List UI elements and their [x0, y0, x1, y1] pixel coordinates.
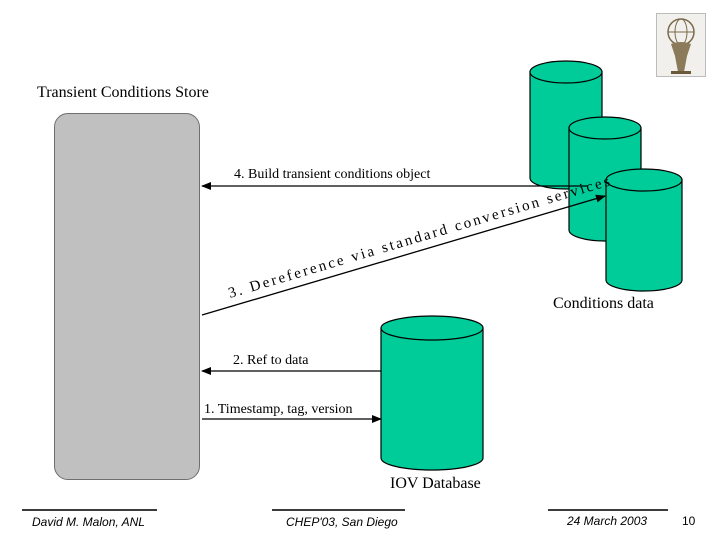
iov-database-label: IOV Database [390, 475, 481, 492]
footer-divider-left [22, 509, 157, 511]
label-ref-to-data: 2. Ref to data [233, 353, 309, 368]
label-dereference: 3. Dereference via standard conversion s… [227, 173, 614, 302]
footer-date: 24 March 2003 [567, 514, 648, 528]
footer-divider-right [548, 509, 668, 511]
store-title: Transient Conditions Store [37, 84, 209, 101]
atlas-logo-icon [656, 13, 706, 77]
footer-divider-center [272, 509, 405, 511]
footer-page-number: 10 [682, 514, 696, 528]
iov-db-cylinder [380, 315, 484, 471]
conditions-data-label: Conditions data [553, 295, 654, 312]
arrow-dereference [201, 194, 606, 316]
transient-store-box [54, 113, 200, 480]
label-build: 4. Build transient conditions object [234, 167, 431, 182]
footer-author: David M. Malon, ANL [32, 515, 145, 529]
label-timestamp: 1. Timestamp, tag, version [204, 402, 353, 417]
conditions-db-cylinder-3 [605, 168, 683, 292]
footer-conference: CHEP'03, San Diego [286, 515, 398, 529]
